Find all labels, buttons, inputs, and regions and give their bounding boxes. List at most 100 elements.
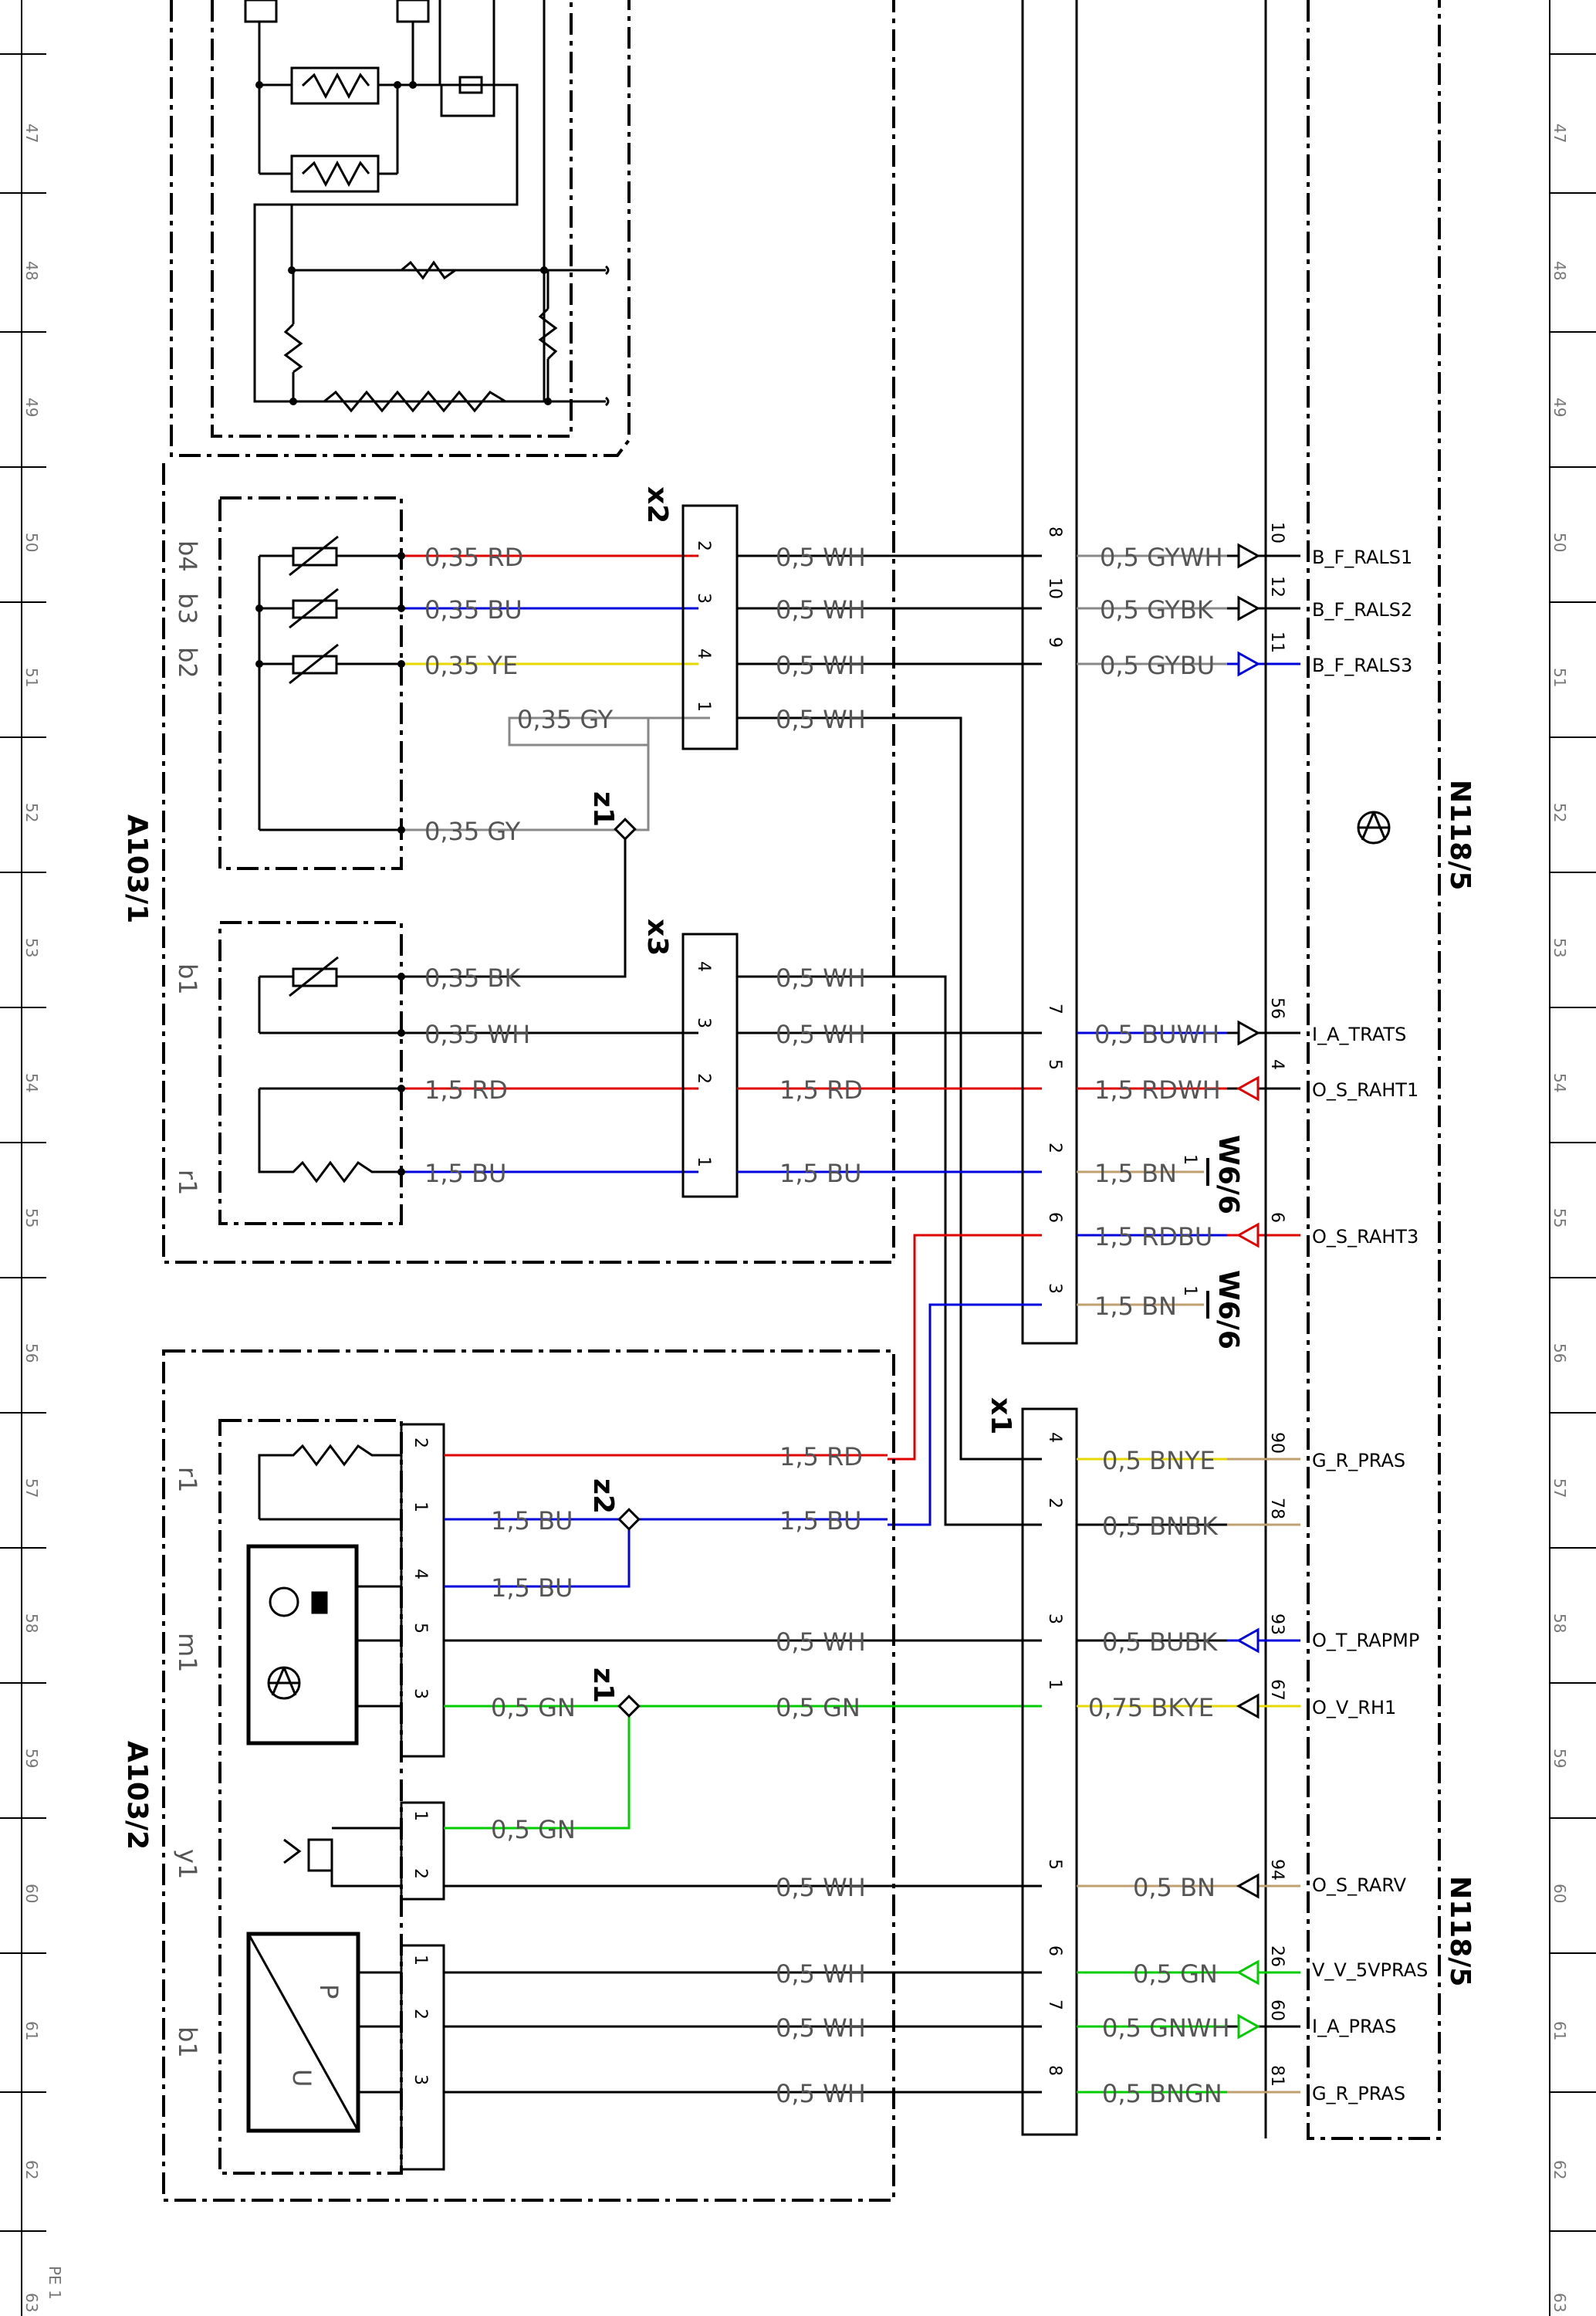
signal-name: O_S_RAHT1 xyxy=(1312,1079,1418,1101)
wire-label: 0,5 WH xyxy=(776,2079,866,2108)
wire-label: 0,5 GYBK xyxy=(1100,595,1214,625)
svg-text:26: 26 xyxy=(1267,1945,1287,1967)
component-b1: b1 xyxy=(173,963,202,995)
svg-text:1: 1 xyxy=(411,1810,430,1821)
wire-label: 1,5 BN xyxy=(1094,1159,1177,1188)
splice-z1 xyxy=(614,818,637,841)
wire-label: 1,5 BU xyxy=(779,1506,861,1536)
row-number: 56 xyxy=(22,1343,41,1363)
row-number: 49 xyxy=(1550,398,1569,417)
row-numbers-left: 47 48 49 50 51 52 53 54 55 56 57 58 59 6… xyxy=(22,124,64,2312)
splice-z2 xyxy=(617,1508,641,1531)
row-number: 54 xyxy=(22,1073,41,1092)
row-number: 55 xyxy=(1550,1208,1569,1227)
svg-text:12: 12 xyxy=(1267,576,1287,598)
svg-text:2: 2 xyxy=(1045,1498,1064,1508)
svg-text:56: 56 xyxy=(1267,997,1287,1019)
component-b4: b4 xyxy=(173,540,202,572)
component-m1: m1 xyxy=(173,1633,202,1673)
svg-text:1: 1 xyxy=(411,1502,430,1512)
svg-text:93: 93 xyxy=(1267,1613,1287,1635)
wire-label: 0,5 BNBK xyxy=(1102,1512,1219,1541)
svg-text:2: 2 xyxy=(411,1868,430,1879)
wire-label: 0,5 WH xyxy=(776,543,866,572)
signal-name: O_S_RAHT3 xyxy=(1312,1226,1418,1248)
svg-text:2: 2 xyxy=(411,2009,430,2020)
svg-text:2: 2 xyxy=(694,1073,713,1084)
wire-label: 1,5 RD xyxy=(424,1075,508,1105)
connector-label-x1: x1 xyxy=(985,1397,1016,1434)
svg-text:67: 67 xyxy=(1267,1679,1287,1701)
svg-text:3: 3 xyxy=(694,1017,713,1028)
row-number: 50 xyxy=(22,533,41,552)
connector-x3: x3 4 3 2 1 xyxy=(641,919,739,1198)
wire-label: 0,5 WH xyxy=(776,705,866,734)
svg-text:3: 3 xyxy=(1045,1613,1064,1624)
svg-text:3: 3 xyxy=(411,1688,430,1699)
ground-label-w66: W6/6 xyxy=(1212,1135,1244,1214)
row-number: 59 xyxy=(22,1749,41,1768)
wire-label: 1,5 RD xyxy=(779,1442,863,1471)
module-a103-1: A103/1 b4 b3 b2 b1 r1 xyxy=(121,0,895,1264)
svg-text:5: 5 xyxy=(1045,1859,1064,1870)
svg-text:9: 9 xyxy=(1045,637,1064,648)
row-number: 55 xyxy=(22,1208,41,1227)
module-label-a103-1: A103/1 xyxy=(121,814,153,923)
wire-label: 0,5 WH xyxy=(776,651,866,680)
module-label-n118-5: N118/5 xyxy=(1444,780,1476,890)
row-number: 52 xyxy=(1550,803,1569,822)
component-b1: b1 xyxy=(173,2026,202,2058)
wire-label: 0,5 BNYE xyxy=(1102,1446,1216,1475)
signal-name: I_A_PRAS xyxy=(1312,2016,1396,2037)
row-number: 47 xyxy=(1550,124,1569,143)
wire-label: 0,5 BN xyxy=(1133,1873,1216,1902)
row-number: 58 xyxy=(1550,1613,1569,1633)
row-number: 61 xyxy=(1550,2021,1569,2040)
right-wires-top: W6/6 1 W6/6 1 0,5 GYWH 0,5 GYBK 0,5 GYBU… xyxy=(888,543,1300,1526)
signal-name: O_S_RARV xyxy=(1312,1874,1407,1896)
wire-label: 0,5 BUWH xyxy=(1094,1020,1219,1049)
row-number: 57 xyxy=(1550,1478,1569,1498)
svg-text:1: 1 xyxy=(411,1955,430,1966)
row-number: 56 xyxy=(1550,1343,1569,1363)
component-r1: r1 xyxy=(173,1467,202,1493)
svg-text:7: 7 xyxy=(1045,1004,1064,1014)
connector-x2: x2 2 3 4 1 xyxy=(641,486,739,750)
pressure-label-p: P xyxy=(314,1984,343,1999)
wire-label: 0,5 GNWH xyxy=(1102,2013,1230,2043)
wire-label: 1,5 BU xyxy=(424,1159,506,1188)
connector-label-x3: x3 xyxy=(641,919,673,956)
row-number: 61 xyxy=(22,2021,41,2040)
row-number: 60 xyxy=(22,1884,41,1903)
signal-name: G_R_PRAS xyxy=(1312,2083,1405,2104)
svg-text:3: 3 xyxy=(694,593,713,604)
wire-label: 0,35 YE xyxy=(424,651,518,680)
wire-label: 0,35 WH xyxy=(424,1020,530,1049)
svg-text:81: 81 xyxy=(1267,2065,1287,2087)
wire-label: 1,5 BU xyxy=(491,1573,573,1603)
wire-label: 0,5 GN xyxy=(491,1693,576,1722)
svg-text:7: 7 xyxy=(1045,1999,1064,2010)
wire-label: 0,35 BU xyxy=(424,595,522,625)
a103-2-wires: z2 z1 1,5 RD 1,5 BU 1,5 BU 1,5 BU 0,5 WH… xyxy=(444,1442,1042,2108)
module-label-n118-5: N118/5 xyxy=(1444,1876,1476,1986)
svg-text:60: 60 xyxy=(1267,1999,1287,2021)
wire-label: 0,35 GY xyxy=(517,705,614,734)
svg-text:4: 4 xyxy=(1045,1432,1064,1443)
svg-text:94: 94 xyxy=(1267,1859,1287,1881)
wire-label: 0,5 WH xyxy=(776,1020,866,1049)
wire-label: 0,5 GYWH xyxy=(1100,543,1223,572)
middle-wires-top: 0,5 WH 0,5 WH 0,5 WH 0,5 WH 0,5 WH 0,5 W… xyxy=(737,543,1042,1526)
svg-text:2: 2 xyxy=(411,1437,430,1448)
right-wires-bottom: 90 78 93 67 94 26 60 81 0,5 BNYE 0,5 BNB… xyxy=(1077,1432,1300,2108)
svg-text:6: 6 xyxy=(1045,1945,1064,1956)
wire-label: 1,5 BU xyxy=(491,1506,573,1536)
svg-text:5: 5 xyxy=(1045,1059,1064,1070)
wire-label: 0,75 BKYE xyxy=(1088,1693,1214,1722)
wire-label: 1,5 RDBU xyxy=(1094,1222,1212,1251)
row-number: 53 xyxy=(22,938,41,957)
svg-text:11: 11 xyxy=(1267,631,1287,653)
row-number: 59 xyxy=(1550,1749,1569,1768)
row-numbers-right: 47 48 49 50 51 52 53 54 55 56 57 58 59 6… xyxy=(1550,124,1569,2312)
component-b2: b2 xyxy=(173,647,202,679)
